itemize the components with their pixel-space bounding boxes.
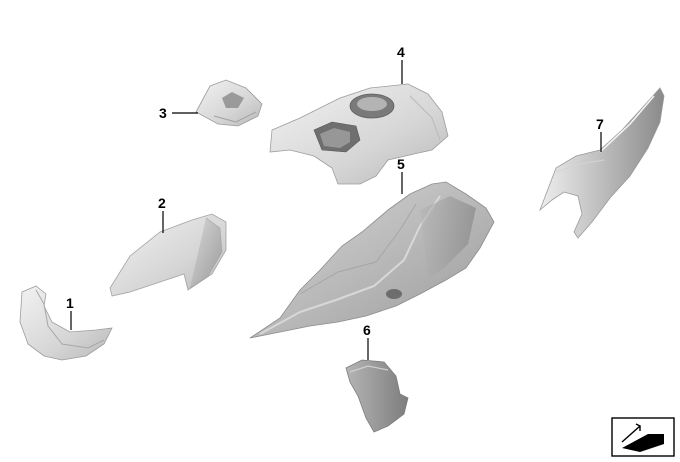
callout-4: 4 [397,44,405,60]
part-6-lower-fairing [345,359,409,433]
part-2-side-panel [109,213,227,297]
callout-6: 6 [363,322,371,338]
callout-5: 5 [397,156,405,172]
part-7-side-trim [539,87,665,239]
part-4-tank-cover [269,83,449,185]
part-1-lower-cover [19,285,113,361]
callout-3: 3 [159,105,167,121]
callout-2: 2 [158,195,166,211]
callout-7: 7 [596,116,604,132]
callout-1: 1 [66,295,74,311]
part-5-side-fairing [249,181,495,339]
part-3-small-cover [195,79,263,127]
exploded-view-symbol-icon [611,417,675,457]
